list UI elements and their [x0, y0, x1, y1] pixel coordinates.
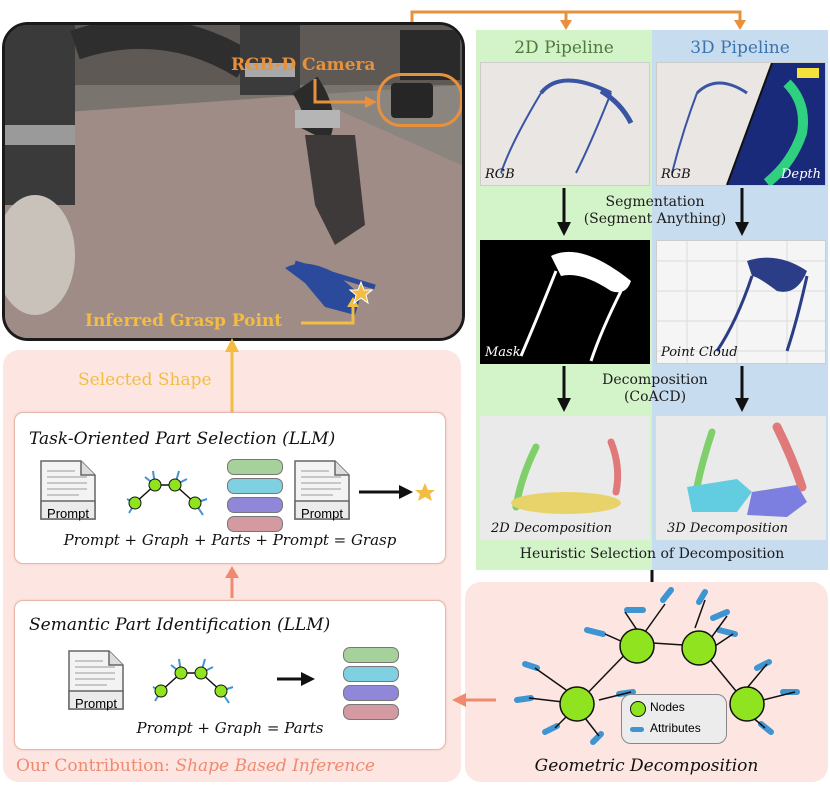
part-cyan-2 [343, 666, 399, 682]
heuristic-step-label: Heuristic Selection of Decomposition [519, 546, 785, 562]
mask-illustration [519, 251, 631, 362]
parts-stack-icon [227, 459, 283, 535]
prompt-label-1: Prompt [47, 506, 89, 521]
legend-node-swatch [630, 701, 646, 717]
semantic-formula: Prompt + Graph = Parts [136, 719, 324, 737]
geometric-title: Geometric Decomposition [534, 756, 759, 776]
rgb-caption-2d: RGB [485, 167, 515, 182]
part-green [227, 459, 283, 475]
part-green-2 [343, 647, 399, 663]
graph-icon-2 [152, 658, 234, 704]
point-cloud-caption: Point Cloud [661, 345, 738, 360]
grasp-star-icon [349, 281, 373, 305]
task-oriented-title: Task-Oriented Part Selection (LLM) [29, 429, 336, 449]
selected-shape-label: Selected Shape [78, 370, 212, 390]
legend-attributes-label: Attributes [650, 721, 701, 735]
decomposition-3d-image: 3D Decomposition [656, 416, 826, 540]
prompt-document-icon [40, 460, 96, 520]
contribution-footer-highlight: Shape Based Inference [175, 756, 375, 776]
rgb-depth-split-illustration [671, 63, 825, 185]
segmentation-step-label: Segmentation (Segment Anything) [570, 194, 740, 228]
pipeline-2d-title: 2D Pipeline [514, 38, 614, 58]
contribution-footer: Our Contribution: Shape Based Inference [16, 756, 375, 776]
parts-arrow [277, 672, 315, 686]
decomposition-2d-image: 2D Decomposition [480, 416, 650, 540]
grasp-arrow [359, 483, 435, 501]
graph-to-semantic-arrow [452, 693, 496, 707]
task-oriented-formula: Prompt + Graph + Parts + Prompt = Grasp [63, 531, 397, 549]
segmentation-tool-text: (Segment Anything) [583, 211, 727, 227]
mask-caption: Mask [485, 345, 521, 360]
rgb-caption-3d: RGB [661, 167, 691, 182]
decomposition-graph [514, 587, 800, 745]
selected-shape-arrow [225, 338, 239, 412]
rgb-image-2d: RGB [480, 62, 650, 186]
decomposition-arrows [557, 366, 749, 412]
prompt-document-icon-2 [294, 460, 350, 520]
graph-legend: Nodes Attributes [621, 694, 727, 744]
camera-label: RGB-D Camera [231, 55, 376, 75]
camera-highlight-ring [377, 73, 462, 127]
grasp-label: Inferred Grasp Point [85, 311, 283, 331]
prompt-label-3: Prompt [75, 696, 117, 711]
segmentation-text: Segmentation [605, 194, 705, 210]
part-rose [227, 516, 283, 532]
decomp-3d-caption: 3D Decomposition [667, 521, 788, 536]
semantic-card: Semantic Part Identification (LLM) Promp… [14, 600, 446, 750]
decomposition-tool-text: (CoACD) [623, 389, 687, 405]
part-purple-2 [343, 685, 399, 701]
prompt-label-2: Prompt [301, 506, 343, 521]
depth-caption: Depth [780, 167, 821, 182]
decomp-2d-caption: 2D Decomposition [491, 521, 612, 536]
glasses-rgb-2d-illustration [500, 78, 634, 174]
decomposition-3d-illustration [687, 422, 807, 517]
mask-image: Mask [480, 240, 650, 364]
task-oriented-card: Task-Oriented Part Selection (LLM) Promp… [14, 412, 446, 564]
part-cyan [227, 478, 283, 494]
decomposition-text: Decomposition [602, 372, 708, 388]
legend-nodes-label: Nodes [650, 700, 685, 714]
decomposition-step-label: Decomposition (CoACD) [570, 372, 740, 406]
pipeline-3d-title: 3D Pipeline [690, 38, 790, 58]
part-rose-2 [343, 704, 399, 720]
segmentation-arrows [557, 188, 749, 236]
part-purple [227, 497, 283, 513]
parts-stack-icon-2 [343, 647, 399, 723]
contribution-footer-prefix: Our Contribution: [16, 756, 176, 776]
graph-icon [126, 470, 208, 516]
prompt-document-icon-3 [68, 650, 124, 710]
rgb-depth-image-3d: RGB Depth [656, 62, 826, 186]
geometric-decomposition-panel: Nodes Attributes Geometric Decomposition [465, 582, 828, 782]
label-pointers [301, 79, 377, 325]
point-cloud-image: Point Cloud [656, 240, 826, 364]
point-cloud-illustration [657, 241, 825, 363]
legend-attribute-swatch [630, 727, 644, 732]
semantic-title: Semantic Part Identification (LLM) [29, 615, 331, 635]
robot-scene-photo: RGB-D Camera Inferred Grasp Point [2, 22, 465, 341]
parts-to-task-arrow [225, 566, 239, 598]
decomposition-2d-illustration [511, 438, 622, 514]
